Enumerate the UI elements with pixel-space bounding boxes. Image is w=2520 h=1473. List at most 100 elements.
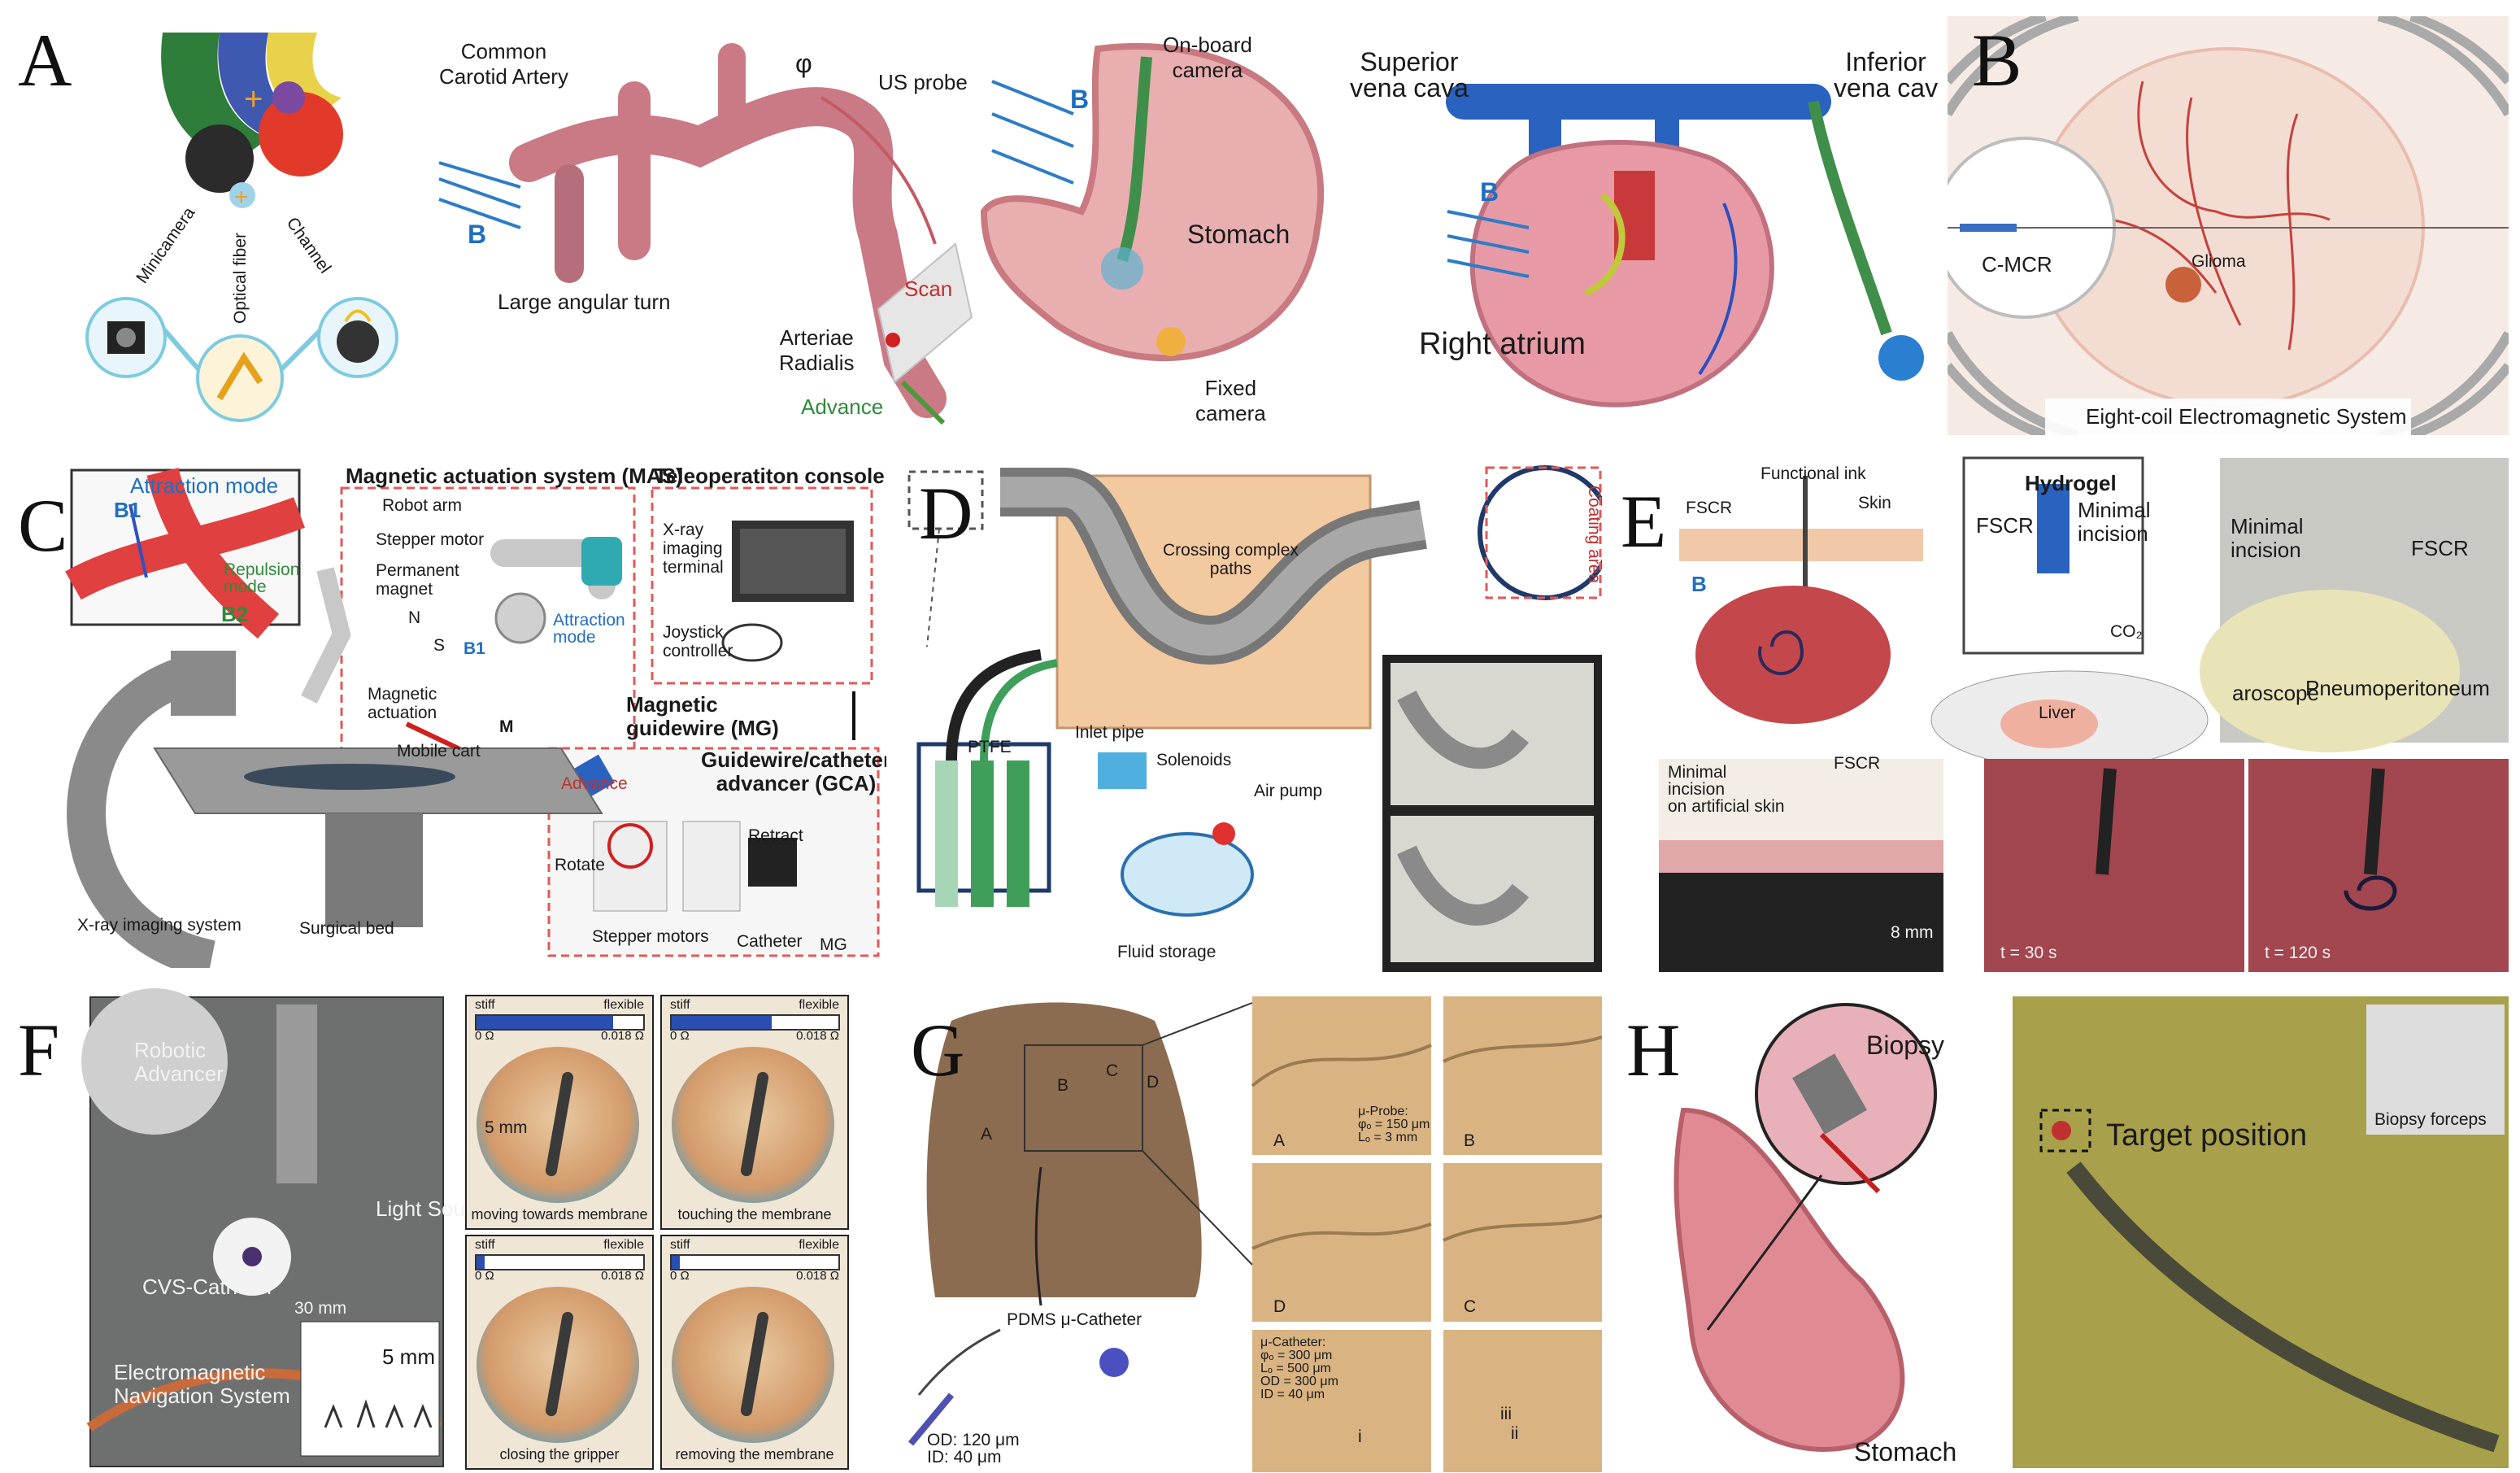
panel-a-art: + + (85, 33, 1325, 425)
panel-g-label: G (911, 1009, 965, 1092)
label-b-heart: B (1480, 177, 1499, 207)
stiff-label: stiff (475, 998, 495, 1012)
label-optical-fiber: Optical fiber (231, 232, 250, 325)
label-scale-5mm: 5 mm (382, 1344, 435, 1369)
label-attraction-mode2: Attraction mode (553, 611, 625, 647)
panel-c: C Attraction mode B1 Repulsion mode B2 M… (0, 455, 886, 968)
panel-f: F Robotic Advancer Light Source CVS-Cath… (0, 988, 886, 1473)
label-repulsion-mode: Repulsion mode (224, 560, 300, 596)
flexible-label: flexible (799, 1238, 839, 1252)
panel-b: B C-MCR Glioma Eight-coil Electromagneti… (1948, 16, 2509, 435)
stiffness-fill (672, 1016, 772, 1029)
flexible-label: flexible (799, 998, 839, 1012)
tile-caption: closing the gripper (499, 1446, 620, 1462)
label-robot-arm: Robot arm (382, 496, 463, 515)
label-tc: Teleoperatiton console (TC) (655, 464, 886, 488)
panel-f-art (81, 988, 442, 1457)
panel-d-art (907, 465, 1602, 972)
label-inlet-pipe: Inlet pipe (1075, 723, 1145, 742)
stiffness-bar (475, 1014, 645, 1031)
label-minimal-skin: Minimal incision on artificial skin (1668, 763, 1785, 816)
label-catheter-c: Catheter (737, 932, 803, 951)
ohm-min: 0 Ω (475, 1029, 494, 1043)
label-od: OD: 120 μm ID: 40 μm (927, 1431, 1020, 1466)
label-xray-terminal: X-ray imaging terminal (663, 521, 724, 577)
label-mobile-cart: Mobile cart (397, 742, 481, 760)
label-permanent-magnet: Permanent magnet (376, 561, 459, 599)
tile-caption: removing the membrane (675, 1446, 834, 1462)
label-mg-short: MG (820, 935, 847, 954)
tile-caption: touching the membrane (677, 1206, 832, 1222)
eye-view (672, 1047, 834, 1203)
label-m: M (499, 717, 514, 736)
eye-view (477, 1287, 639, 1443)
panel-b-art (1948, 16, 2509, 435)
ohm-min: 0 Ω (670, 1029, 690, 1043)
panel-e-label: E (1621, 480, 1667, 563)
g-marker-d: D (1147, 1073, 1160, 1092)
label-functional-ink: Functional ink (1761, 464, 1866, 483)
label-minimal-incision: Minimal incision (2078, 498, 2151, 546)
label-b1b: B1 (464, 639, 485, 658)
stiffness-fill (477, 1256, 485, 1269)
panel-g: G A B C D PDMS μ-Catheter OD: 120 μm ID:… (903, 988, 1602, 1473)
panel-d: D Crossing complex paths Coating area PT… (903, 451, 1602, 972)
label-cvs-catheter: CVS-Catheter (142, 1275, 274, 1299)
label-target-position: Target position (2106, 1118, 2308, 1153)
g-roman-i: i (1358, 1427, 1362, 1446)
stiffness-bar (670, 1254, 840, 1270)
label-laparoscope: aroscope (2232, 681, 2319, 705)
label-scale-8mm: 8 mm (1891, 923, 1934, 942)
label-t120: t = 120 s (2265, 944, 2331, 962)
label-b2: B2 (221, 602, 249, 626)
panel-d-label: D (919, 472, 973, 555)
label-biopsy-forceps: Biopsy forceps (2374, 1110, 2487, 1129)
label-joystick: Joystick controller (663, 623, 733, 661)
label-b-e: B (1691, 572, 1707, 596)
label-biopsy: Biopsy (1866, 1031, 1945, 1060)
label-stomach-a: Stomach (1187, 220, 1290, 249)
panel-h: H Biopsy Stomach Target position Biopsy … (1618, 988, 2509, 1473)
label-inferior: Inferior vena cav (1834, 47, 1939, 102)
label-arteriae: Arteriae Radialis (779, 325, 855, 375)
g-roman-ii: ii (1511, 1424, 1519, 1443)
label-onboard-camera: On-board camera (1163, 33, 1252, 82)
label-large-turn: Large angular turn (498, 290, 671, 314)
g-tile-mark-b: B (1464, 1131, 1476, 1150)
label-phi: φ (795, 49, 812, 78)
label-mas: Magnetic actuation system (MAS) (346, 464, 683, 488)
label-t30: t = 30 s (2000, 944, 2057, 962)
label-attraction-mode: Attraction mode (130, 473, 279, 498)
panel-c-art (65, 467, 880, 968)
panel-h-label: H (1626, 1009, 1681, 1092)
eye-view (477, 1047, 639, 1203)
label-n: N (408, 608, 421, 627)
catheter-shape (739, 1310, 770, 1418)
panel-e-art (1659, 456, 2509, 972)
label-robotic-advancer: Robotic Advancer (134, 1038, 224, 1086)
label-crossing: Crossing complex paths (1163, 541, 1299, 579)
label-liver: Liver (2039, 704, 2076, 722)
label-hydrogel: Hydrogel (2025, 471, 2117, 495)
label-stepper-motors: Stepper motors (592, 927, 709, 946)
label-stepper-motor: Stepper motor (376, 530, 485, 549)
g-roman-iii: iii (1500, 1405, 1512, 1423)
catheter-shape (739, 1070, 770, 1178)
label-minimal-incision2: Minimal incision (2231, 514, 2304, 562)
label-gca: Guidewire/catheter advancer (GCA) (701, 747, 886, 795)
ohm-max: 0.018 Ω (601, 1269, 644, 1283)
tile-caption: moving towards membrane (471, 1206, 648, 1222)
label-retract: Retract (748, 826, 803, 845)
heart-art (1446, 84, 1924, 407)
label-b-a2: B (1070, 85, 1090, 114)
flexible-label: flexible (603, 1238, 644, 1252)
stiffness-fill (672, 1256, 681, 1269)
g-marker-a: A (981, 1125, 993, 1144)
label-b-a1: B (468, 220, 487, 249)
label-pdms: PDMS μ-Catheter (1007, 1310, 1142, 1329)
label-fscr4: FSCR (1834, 754, 1881, 773)
